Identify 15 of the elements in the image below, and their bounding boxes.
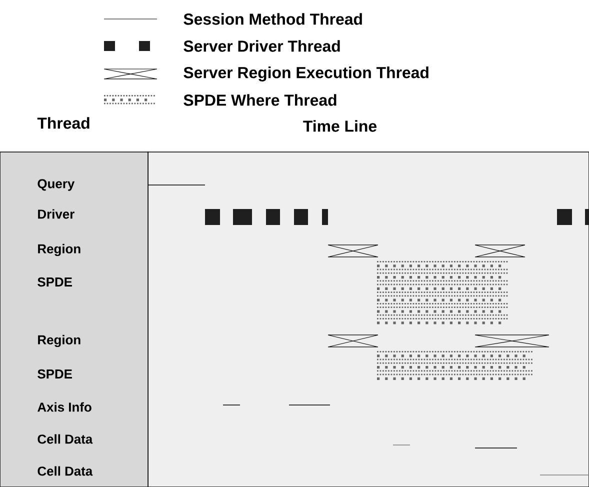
row-label: SPDE — [38, 369, 72, 379]
row-label: Cell Data — [38, 434, 93, 444]
row-label: Region — [38, 244, 80, 256]
heading: Thread — [37, 117, 90, 129]
row-label: Region — [38, 334, 80, 348]
legend-text: SPDE Where Thread — [184, 94, 336, 106]
row-label: Cell Data — [38, 466, 93, 476]
row-label: Query — [38, 179, 75, 191]
heading: Time Line — [303, 120, 376, 132]
legend-text: Server Driver Thread — [184, 40, 340, 52]
row-label: Driver — [38, 209, 74, 219]
row-label: Axis Info — [38, 402, 92, 412]
legend-text: Server Region Execution Thread — [184, 66, 428, 82]
legend-text: Session Method Thread — [184, 13, 362, 25]
row-label: SPDE — [38, 277, 72, 287]
